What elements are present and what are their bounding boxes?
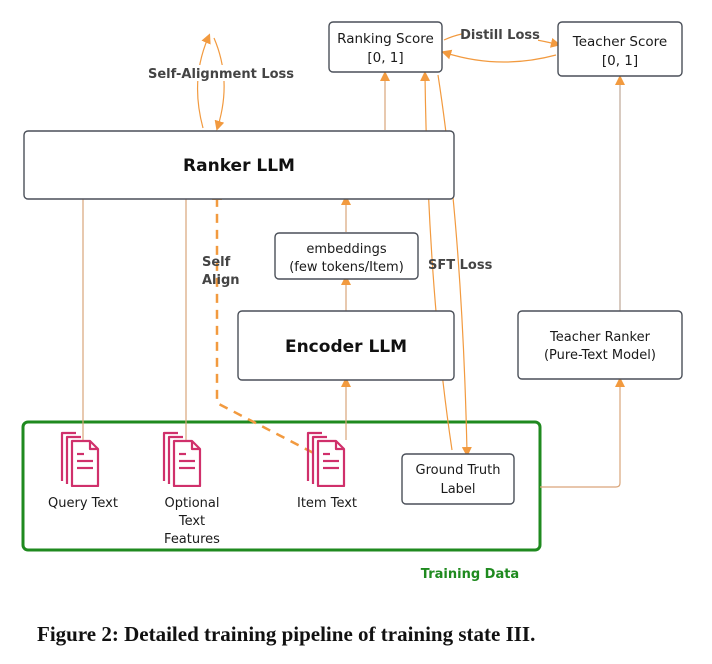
ground-truth-subtitle: Label [440, 482, 475, 497]
edge-distill-back [441, 49, 557, 63]
teacher-score-title: Teacher Score [572, 34, 667, 50]
edge-self-align-dashed [212, 190, 328, 462]
edge-training-to-teacher [540, 377, 625, 488]
embeddings-title: embeddings [306, 242, 387, 257]
embeddings-subtitle: (few tokens/Item) [289, 260, 404, 275]
ranking-score-range: [0, 1] [367, 50, 403, 66]
distill-loss-label: Distill Loss [460, 28, 540, 43]
training-data-group [21, 420, 542, 552]
encoder-llm-node: Encoder LLM [237, 310, 455, 381]
self-align-label-line2: Align [202, 273, 240, 288]
edge-sft-down [437, 74, 472, 457]
teacher-ranker-node: Teacher Ranker (Pure-Text Model) [517, 310, 683, 380]
optional-features-line3: Features [164, 532, 220, 547]
ranker-llm-label: Ranker LLM [183, 156, 295, 176]
training-data-label: Training Data [421, 567, 519, 582]
ground-truth-node: Ground Truth Label [401, 453, 515, 505]
query-text-label: Query Text [48, 496, 118, 511]
edge-self-alignment-up [196, 33, 211, 129]
self-align-label-line1: Self [202, 255, 231, 270]
ranker-llm-node: Ranker LLM [23, 130, 455, 200]
item-text-label: Item Text [297, 496, 357, 511]
document-stack-icon [60, 431, 100, 487]
document-stack-icon [306, 431, 346, 487]
item-text-input: Item Text [297, 431, 357, 511]
optional-features-input: Optional Text Features [162, 431, 220, 547]
figure-caption: Figure 2: Detailed training pipeline of … [37, 622, 536, 646]
teacher-ranker-subtitle: (Pure-Text Model) [544, 348, 656, 363]
teacher-ranker-title: Teacher Ranker [549, 330, 651, 345]
edge-self-alignment-down [213, 37, 225, 131]
teacher-score-node: Teacher Score [0, 1] [557, 21, 683, 77]
ranking-score-node: Ranking Score [0, 1] [328, 21, 443, 73]
encoder-llm-label: Encoder LLM [285, 337, 407, 357]
ground-truth-title: Ground Truth [416, 463, 501, 478]
optional-features-line1: Optional [165, 496, 220, 511]
sft-loss-label: SFT Loss [428, 258, 493, 273]
embeddings-node: embeddings (few tokens/Item) [274, 232, 419, 280]
self-alignment-loss-label: Self-Alignment Loss [148, 67, 294, 82]
document-stack-icon [162, 431, 202, 487]
query-text-input: Query Text [48, 431, 118, 511]
optional-features-line2: Text [178, 514, 205, 529]
teacher-score-range: [0, 1] [602, 53, 638, 69]
ranking-score-title: Ranking Score [337, 31, 434, 47]
